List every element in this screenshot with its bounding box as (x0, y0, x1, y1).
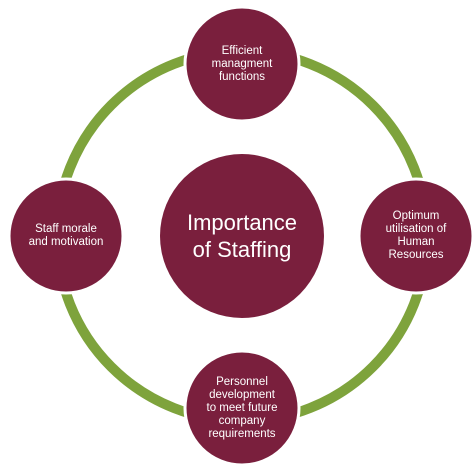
node-bottom-circle (183, 349, 301, 467)
center-label: Importance of Staffing (186, 210, 298, 262)
node-right-circle (357, 177, 474, 295)
node-right-label: Optimum utilisation of Human Resources (385, 210, 447, 261)
node-top-circle (183, 5, 301, 123)
node-left-circle (7, 177, 125, 295)
node-bottom-label: Personnel development to meet future com… (206, 375, 278, 440)
node-left-label: Staff morale and motivation (28, 223, 104, 248)
center-circle (160, 154, 324, 318)
node-top-label: Efficient managment functions (211, 44, 273, 83)
